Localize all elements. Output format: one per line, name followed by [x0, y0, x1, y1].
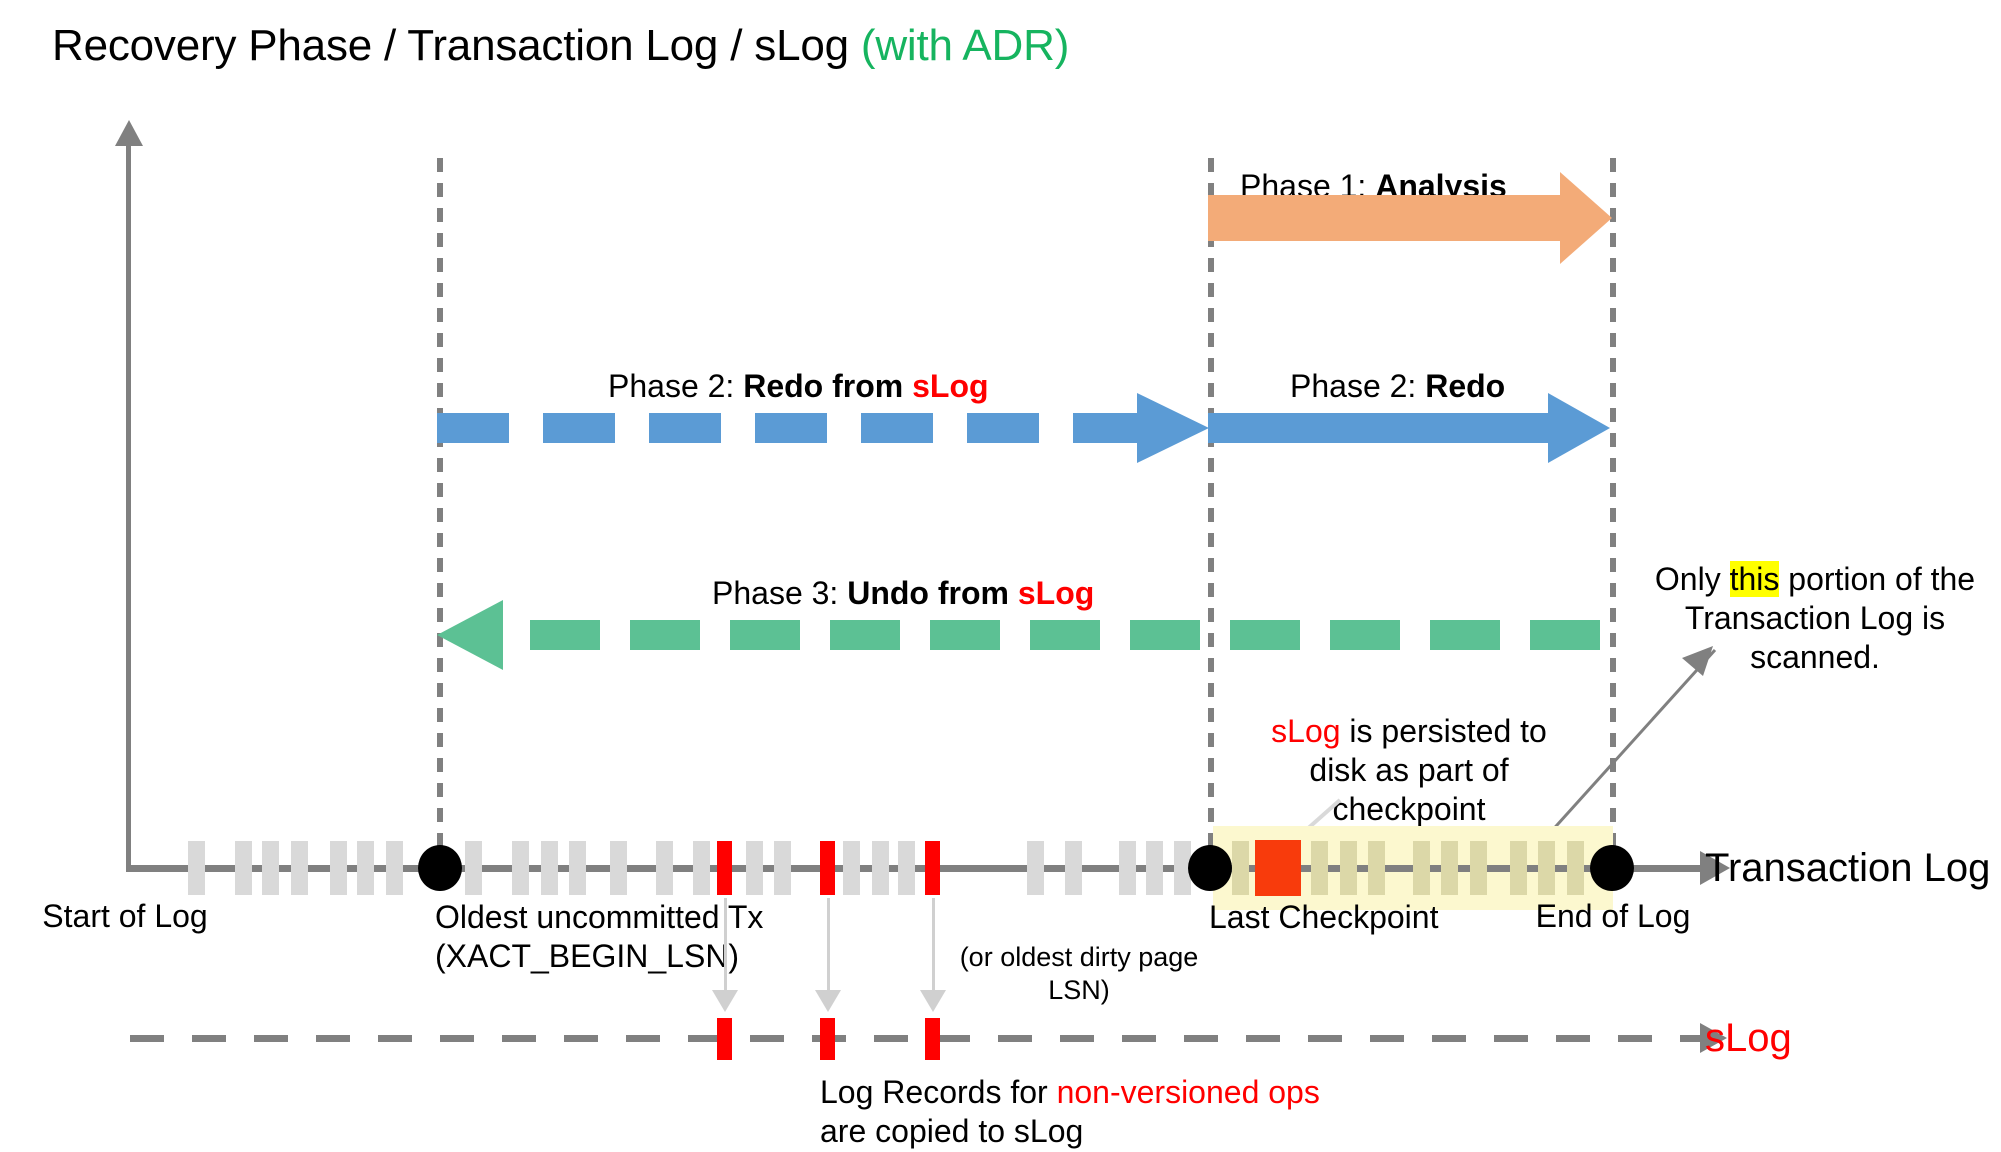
- slog-record: [820, 1018, 835, 1060]
- phase2a-redo-from-slog-arrowhead: [1137, 393, 1209, 463]
- log-record-tick-scanned: [1413, 841, 1430, 895]
- log-record-tick: [386, 841, 403, 895]
- scan-note-line1: Only this portion of the: [1640, 560, 1990, 599]
- scan-note-post: portion of the: [1779, 561, 1976, 597]
- transaction-log-axis-arrowhead: [1700, 851, 1730, 885]
- checkpoint-note-rest: is persisted to: [1340, 713, 1547, 749]
- label-start-of-log: Start of Log: [42, 898, 208, 934]
- log-record-tick: [1027, 841, 1044, 895]
- title-accent: (with ADR): [860, 21, 1070, 70]
- scan-note-pre: Only: [1654, 561, 1730, 597]
- title-main: Recovery Phase / Transaction Log / sLog: [52, 21, 861, 70]
- copy-connector-arrowhead: [815, 990, 841, 1012]
- log-record-tick: [872, 841, 889, 895]
- phase3-name: Undo from: [847, 575, 1018, 611]
- log-record-tick-scanned: [1232, 841, 1249, 895]
- log-record-tick-scanned: [1340, 841, 1357, 895]
- guide-end-of-log: [1610, 158, 1616, 870]
- log-record-tick: [262, 841, 279, 895]
- phase2b-name: Redo: [1425, 368, 1506, 404]
- phase3-suffix: sLog: [1017, 575, 1095, 611]
- log-record-tick: [1065, 841, 1082, 895]
- log-record-tick-scanned: [1368, 841, 1385, 895]
- log-record-tick-nonversioned: [820, 841, 835, 895]
- log-record-tick-scanned: [1567, 841, 1584, 895]
- copy-connector-line: [827, 898, 830, 994]
- label-last-checkpoint-sub: (or oldest dirty page LSN): [959, 942, 1199, 1005]
- phase3-undo-from-slog-arrow-body: [500, 620, 1608, 650]
- axis-label-transaction-log: Transaction Log: [1705, 846, 1991, 890]
- scan-note-line2: Transaction Log is scanned.: [1684, 600, 1946, 676]
- slog-note-pre: Log Records for: [820, 1074, 1057, 1110]
- checkpoint-note-line1: sLog is persisted to: [1264, 712, 1554, 751]
- phase3-label: Phase 3: Undo from sLog: [712, 575, 1094, 612]
- log-record-tick: [465, 841, 482, 895]
- checkpoint-note-line2: disk as part of: [1309, 752, 1509, 789]
- label-end-of-log: End of Log: [1535, 898, 1691, 934]
- log-record-tick-scanned: [1510, 841, 1527, 895]
- log-record-tick-scanned: [1311, 841, 1328, 895]
- guide-oldest-uncommitted-tx: [437, 158, 443, 870]
- phase2a-suffix: sLog: [912, 368, 989, 404]
- node-end-of-log: [1590, 845, 1634, 891]
- log-record-tick: [291, 841, 308, 895]
- log-record-tick: [774, 841, 791, 895]
- log-record-tick: [1146, 841, 1163, 895]
- phase3-prefix: Phase 3:: [712, 575, 848, 611]
- scan-note: Only this portion of the Transaction Log…: [1640, 560, 1990, 677]
- log-record-tick-nonversioned: [717, 841, 732, 895]
- log-record-tick-nonversioned: [925, 841, 940, 895]
- checkpoint-note-line3: checkpoint: [1332, 791, 1486, 828]
- slog-axis-arrowhead: [1700, 1023, 1727, 1053]
- log-record-tick: [569, 841, 586, 895]
- phase2a-redo-from-slog-arrow-body: [437, 413, 1137, 443]
- phase2a-prefix: Phase 2:: [608, 368, 744, 404]
- log-record-tick: [541, 841, 558, 895]
- scan-note-leader: [1528, 646, 1717, 857]
- scan-note-highlight: this: [1729, 561, 1780, 597]
- log-record-tick-scanned: [1538, 841, 1555, 895]
- slog-record: [717, 1018, 732, 1060]
- log-record-tick: [656, 841, 673, 895]
- slog-axis-line: [130, 1035, 1702, 1042]
- log-record-tick: [898, 841, 915, 895]
- log-record-tick: [746, 841, 763, 895]
- node-last-checkpoint: [1188, 845, 1232, 891]
- copy-connector-arrowhead: [712, 990, 738, 1012]
- phase2b-redo-arrow-body: [1208, 413, 1548, 443]
- phase2a-label: Phase 2: Redo from sLog: [608, 368, 989, 405]
- vertical-axis-line: [126, 135, 131, 870]
- log-record-tick: [512, 841, 529, 895]
- phase1-analysis-arrow-body: [1208, 195, 1560, 241]
- phase2b-label: Phase 2: Redo: [1290, 368, 1505, 405]
- copy-connector-arrowhead: [920, 990, 946, 1012]
- copy-connector-line: [724, 898, 727, 994]
- log-record-tick: [188, 841, 205, 895]
- checkpoint-note: sLog is persisted to disk as part of che…: [1264, 712, 1554, 829]
- log-record-tick-scanned: [1441, 841, 1458, 895]
- log-record-tick-scanned: [1470, 841, 1487, 895]
- slog-note-red: non-versioned ops: [1056, 1074, 1320, 1110]
- phase2a-name: Redo from: [743, 368, 913, 404]
- phase2b-redo-arrowhead: [1548, 393, 1610, 463]
- log-record-tick: [330, 841, 347, 895]
- log-record-tick: [1174, 841, 1191, 895]
- axis-label-slog: sLog: [1705, 1016, 1792, 1060]
- log-record-tick: [693, 841, 710, 895]
- phase2b-prefix: Phase 2:: [1290, 368, 1426, 404]
- guide-last-checkpoint: [1208, 158, 1214, 870]
- page-title: Recovery Phase / Transaction Log / sLog …: [52, 20, 1069, 73]
- phase1-analysis-arrowhead: [1560, 172, 1612, 264]
- log-record-tick: [610, 841, 627, 895]
- log-record-tick: [235, 841, 252, 895]
- slog-persist-record: [1255, 840, 1301, 896]
- log-record-tick: [1119, 841, 1136, 895]
- log-record-tick: [357, 841, 374, 895]
- checkpoint-note-slog: sLog: [1271, 713, 1341, 749]
- slog-record: [925, 1018, 940, 1060]
- log-record-tick: [843, 841, 860, 895]
- node-oldest-uncommitted-tx: [418, 845, 462, 891]
- phase3-undo-from-slog-arrowhead: [437, 600, 503, 670]
- copy-connector-line: [932, 898, 935, 994]
